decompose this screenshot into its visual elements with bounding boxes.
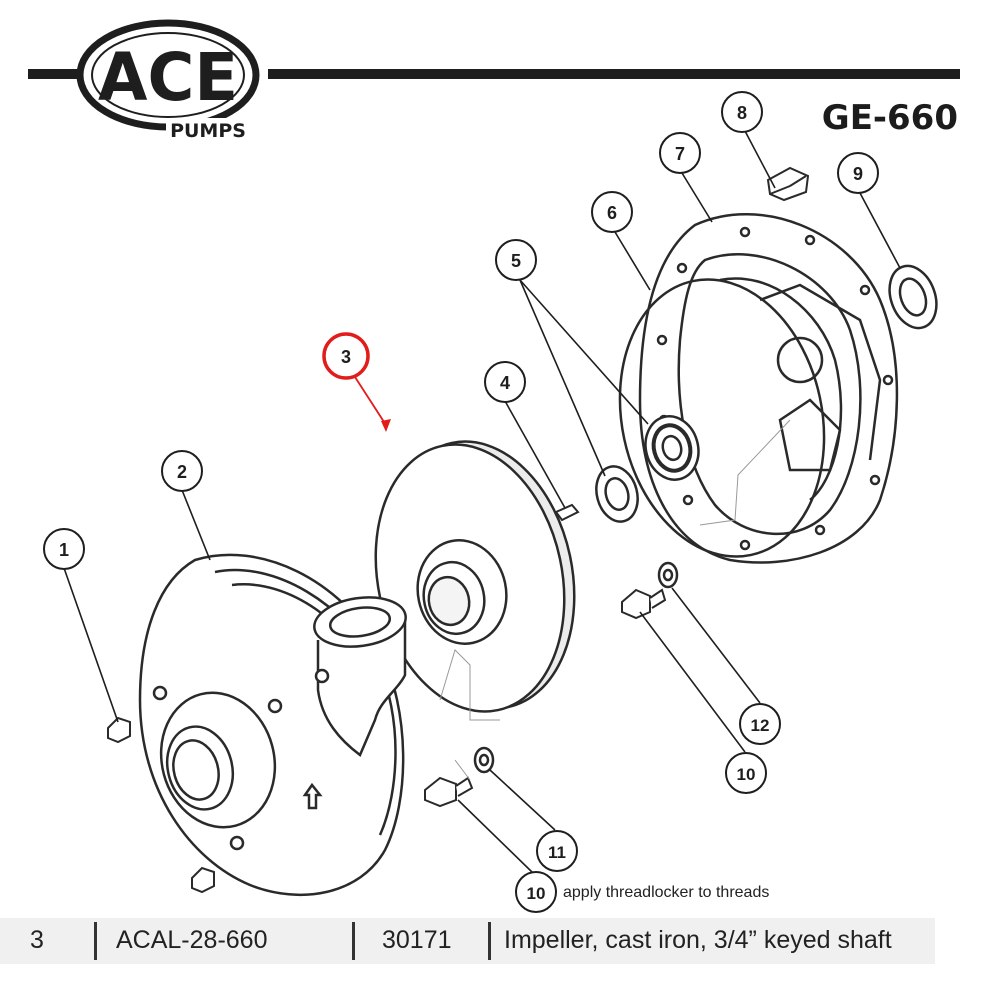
callout-12: 12 [739, 703, 781, 745]
part-3-impeller [374, 440, 576, 713]
callout-10-upper: 10 [725, 752, 767, 794]
parts-row-divider [488, 922, 491, 960]
callout-1: 1 [43, 528, 85, 570]
header-bar-left [28, 69, 88, 79]
callout-10-lower-label: 10 [527, 884, 546, 903]
logo-text: ACE [98, 39, 238, 116]
part-9-washer [888, 264, 938, 330]
part-6-gasket [618, 278, 826, 558]
assembly-lines [439, 419, 791, 781]
callout-3-label: 3 [341, 347, 351, 367]
parts-row-part-number: ACAL-28-660 [116, 926, 268, 954]
model-label: GE-660 [821, 98, 958, 138]
parts-row-divider [94, 922, 97, 960]
callout-12-label: 12 [751, 716, 770, 735]
callout-1-label: 1 [59, 540, 69, 560]
callout-2-label: 2 [177, 462, 187, 482]
threadlocker-note: apply threadlocker to threads [563, 884, 770, 901]
part-12-washer [657, 561, 679, 589]
part-5-seal [595, 415, 700, 523]
parts-row-code: 30171 [382, 926, 452, 954]
parts-row-item: 3 [30, 926, 44, 954]
callout-11-label: 11 [548, 843, 566, 862]
callout-10-upper-label: 10 [737, 765, 756, 784]
part-10-bolt-upper [621, 588, 667, 620]
callout-6-label: 6 [607, 203, 617, 223]
callout-2: 2 [161, 450, 203, 492]
header-bar-right [268, 69, 960, 79]
callout-10-lower: 10 [515, 871, 557, 913]
callout-3: 3 [322, 332, 370, 380]
callout-4: 4 [484, 361, 526, 403]
part-11-washer [473, 746, 495, 774]
leader-lines [63, 130, 901, 874]
logo-subtext: PUMPS [170, 120, 246, 142]
callout-4-label: 4 [500, 373, 510, 393]
part-8-bolt [766, 166, 810, 202]
callout-7: 7 [659, 132, 701, 174]
part-1-plug [107, 716, 131, 744]
parts-row-divider [352, 922, 355, 960]
header: ACE PUMPS [28, 19, 960, 142]
part-4-key [554, 503, 580, 522]
parts-row-description: Impeller, cast iron, 3/4” keyed shaft [504, 926, 892, 954]
callout-9: 9 [837, 152, 879, 194]
ace-logo: ACE PUMPS [76, 19, 260, 142]
callout-5-label: 5 [511, 251, 521, 271]
part-10-bolt-lower [424, 776, 474, 808]
callout-8-label: 8 [737, 103, 747, 123]
callout-11: 11 [536, 830, 578, 872]
drain-plug [191, 866, 215, 894]
highlight-leader [354, 376, 391, 432]
part-7-bracket [638, 212, 899, 564]
callout-7-label: 7 [675, 144, 685, 164]
part-2-casing [138, 553, 407, 897]
callout-5: 5 [495, 239, 537, 281]
parts-list-row: 3 ACAL-28-660 30171 Impeller, cast iron,… [0, 918, 935, 964]
callout-8: 8 [721, 91, 763, 133]
callout-6: 6 [591, 191, 633, 233]
callout-9-label: 9 [853, 164, 863, 184]
